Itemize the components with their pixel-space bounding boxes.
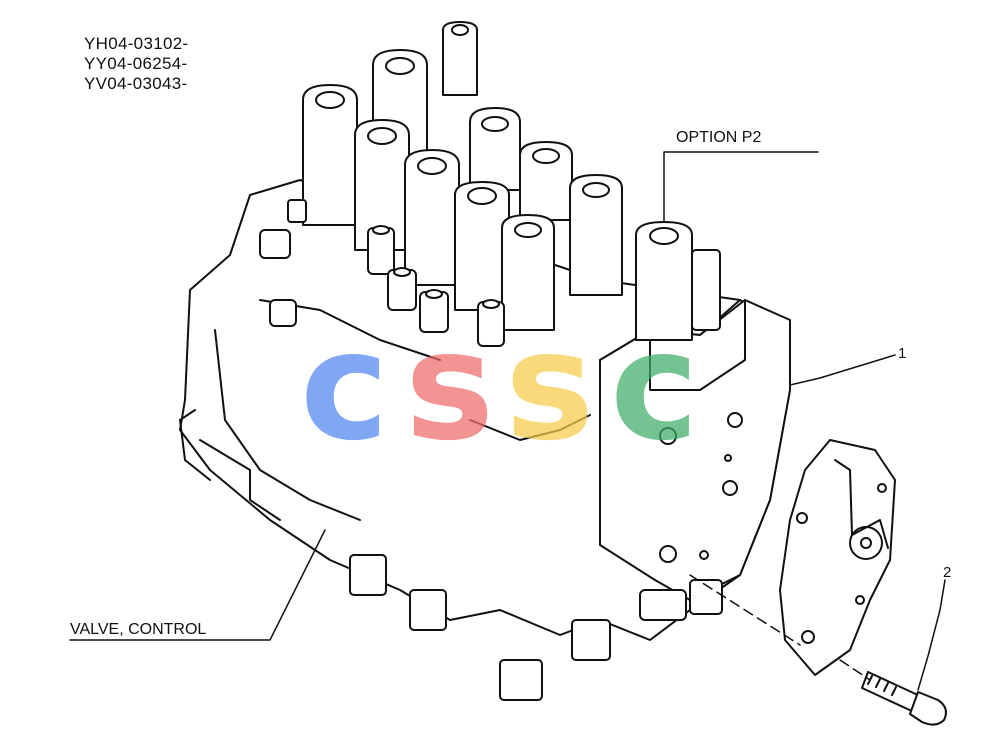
watermark-letter-3: s <box>505 300 595 474</box>
part-2-leader <box>917 579 946 691</box>
bottom-ports <box>349 554 723 701</box>
serial-number: YY04-06254- <box>84 54 188 73</box>
serial-number: YV04-03043- <box>84 74 188 93</box>
watermark-letter-4: c <box>610 300 699 474</box>
part-number-2: 2 <box>943 564 952 581</box>
spool-caps <box>302 21 721 341</box>
bolt <box>861 671 947 726</box>
serial-number-list: YH04-03102- YY04-06254- YV04-03043- <box>84 34 188 94</box>
cover-plate <box>779 439 896 676</box>
port-plugs <box>259 199 505 347</box>
valve-control-label: VALVE, CONTROL <box>70 621 207 638</box>
option-p2-leader <box>663 151 819 223</box>
part-number-1: 1 <box>898 345 907 362</box>
watermark-letter-2: s <box>405 300 495 474</box>
option-p2-label: OPTION P2 <box>676 129 762 146</box>
watermark-letter-1: c <box>300 300 389 474</box>
valve-control-leader <box>69 529 326 641</box>
part-1-leader <box>789 354 896 386</box>
leader-lines <box>69 151 946 691</box>
bolt-axis-line <box>689 574 871 681</box>
serial-number: YH04-03102- <box>84 34 189 53</box>
